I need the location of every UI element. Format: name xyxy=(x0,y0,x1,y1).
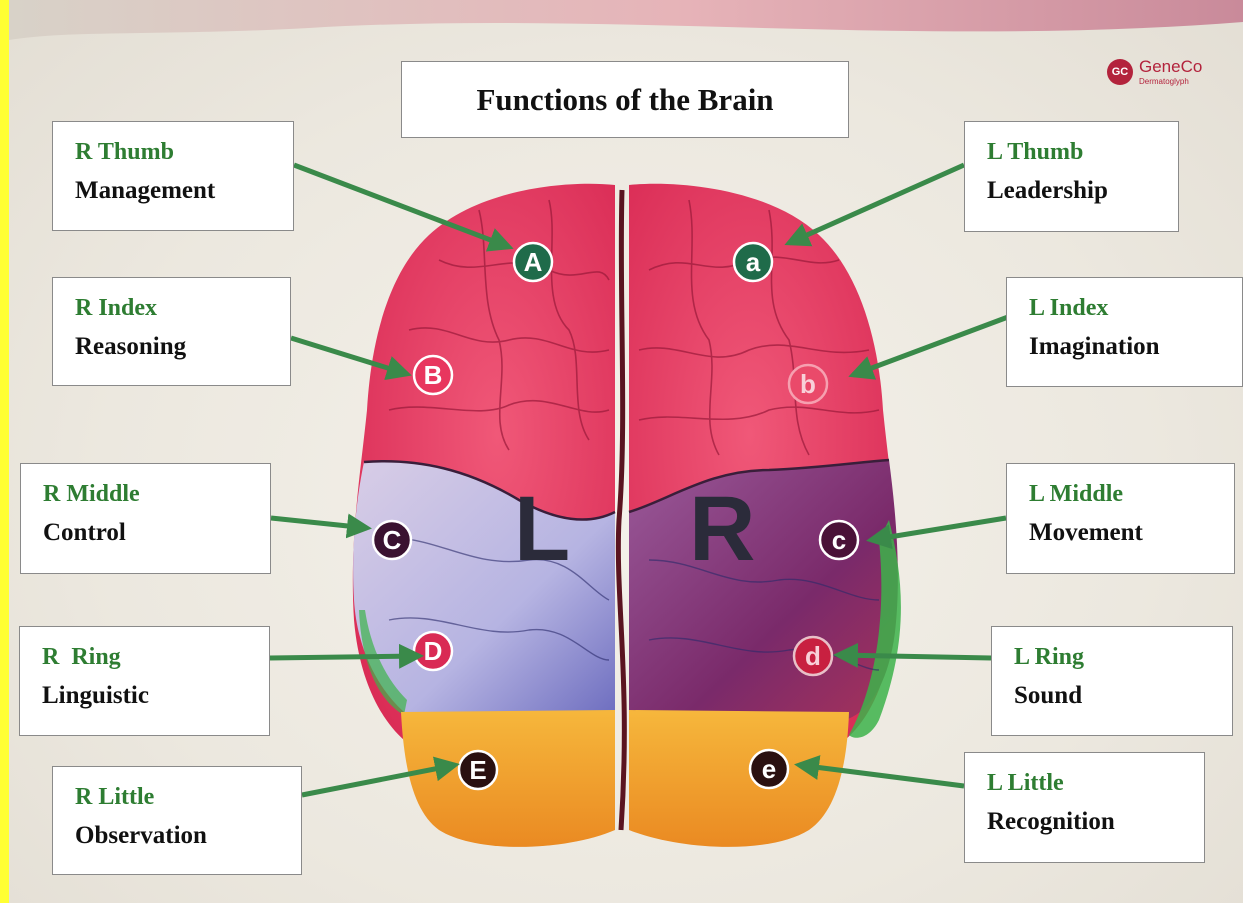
connector-arrow-3 xyxy=(271,518,367,528)
hemisphere-letter-left: L xyxy=(514,478,570,580)
point-marker-A: A xyxy=(514,243,552,281)
label-box-left-2: R Index Reasoning xyxy=(52,277,291,386)
finger-label: R Middle xyxy=(43,478,270,510)
finger-label: L Middle xyxy=(1029,478,1234,510)
finger-label: L Thumb xyxy=(987,136,1178,168)
svg-text:b: b xyxy=(800,369,816,399)
label-box-left-3: R Middle Control xyxy=(20,463,271,574)
function-label: Observation xyxy=(75,819,301,853)
function-label: Reasoning xyxy=(75,330,290,364)
function-label: Movement xyxy=(1029,516,1234,550)
point-marker-d: d xyxy=(794,637,832,675)
point-marker-C: C xyxy=(373,521,411,559)
logo-mark: GC xyxy=(1107,59,1133,85)
svg-text:A: A xyxy=(524,247,543,277)
function-label: Recognition xyxy=(987,805,1204,839)
function-label: Management xyxy=(75,174,293,208)
right-parietal-lobe xyxy=(629,460,898,720)
function-label: Leadership xyxy=(987,174,1178,208)
logo-name: GeneCo xyxy=(1139,57,1202,76)
svg-text:B: B xyxy=(424,360,443,390)
label-box-right-1: L Thumb Leadership xyxy=(964,121,1179,232)
svg-text:a: a xyxy=(746,247,761,277)
svg-text:E: E xyxy=(469,755,486,785)
connector-arrow-9 xyxy=(838,655,991,658)
label-box-right-4: L Ring Sound xyxy=(991,626,1233,736)
point-marker-c: c xyxy=(820,521,858,559)
svg-text:d: d xyxy=(805,641,821,671)
point-marker-b: b xyxy=(789,365,827,403)
svg-text:C: C xyxy=(383,525,402,555)
right-occipital-lobe xyxy=(629,710,849,847)
point-marker-e: e xyxy=(750,750,788,788)
label-box-right-3: L Middle Movement xyxy=(1006,463,1235,574)
function-label: Sound xyxy=(1014,679,1232,713)
finger-label: L Index xyxy=(1029,292,1242,324)
connector-arrow-6 xyxy=(789,165,964,243)
point-marker-E: E xyxy=(459,751,497,789)
function-label: Imagination xyxy=(1029,330,1242,364)
finger-label: R Thumb xyxy=(75,136,293,168)
label-box-right-2: L Index Imagination xyxy=(1006,277,1243,387)
page-title: Functions of the Brain xyxy=(401,61,849,138)
connector-arrow-7 xyxy=(853,314,1016,375)
finger-label: R Little xyxy=(75,781,301,813)
longitudinal-fissure xyxy=(618,190,624,830)
hemisphere-letter-right: R xyxy=(689,478,755,580)
label-box-left-1: R Thumb Management xyxy=(52,121,294,231)
point-marker-B: B xyxy=(414,356,452,394)
point-marker-D: D xyxy=(414,632,452,670)
function-label: Linguistic xyxy=(42,679,269,713)
svg-text:D: D xyxy=(424,636,443,666)
point-marker-a: a xyxy=(734,243,772,281)
function-label: Control xyxy=(43,516,270,550)
header-band xyxy=(9,0,1243,40)
brain xyxy=(353,184,901,847)
finger-label: L Ring xyxy=(1014,641,1232,673)
finger-label: R Ring xyxy=(42,641,269,673)
svg-text:e: e xyxy=(762,754,776,784)
label-box-right-5: L Little Recognition xyxy=(964,752,1205,863)
label-box-left-5: R Little Observation xyxy=(52,766,302,875)
logo-subtitle: Dermatoglyph xyxy=(1139,77,1202,86)
connector-arrow-4 xyxy=(270,656,419,658)
left-occipital-lobe xyxy=(401,710,615,847)
logo: GC GeneCo Dermatoglyph xyxy=(1107,58,1202,86)
svg-text:c: c xyxy=(832,525,846,555)
finger-label: R Index xyxy=(75,292,290,324)
label-box-left-4: R Ring Linguistic xyxy=(19,626,270,736)
finger-label: L Little xyxy=(987,767,1204,799)
